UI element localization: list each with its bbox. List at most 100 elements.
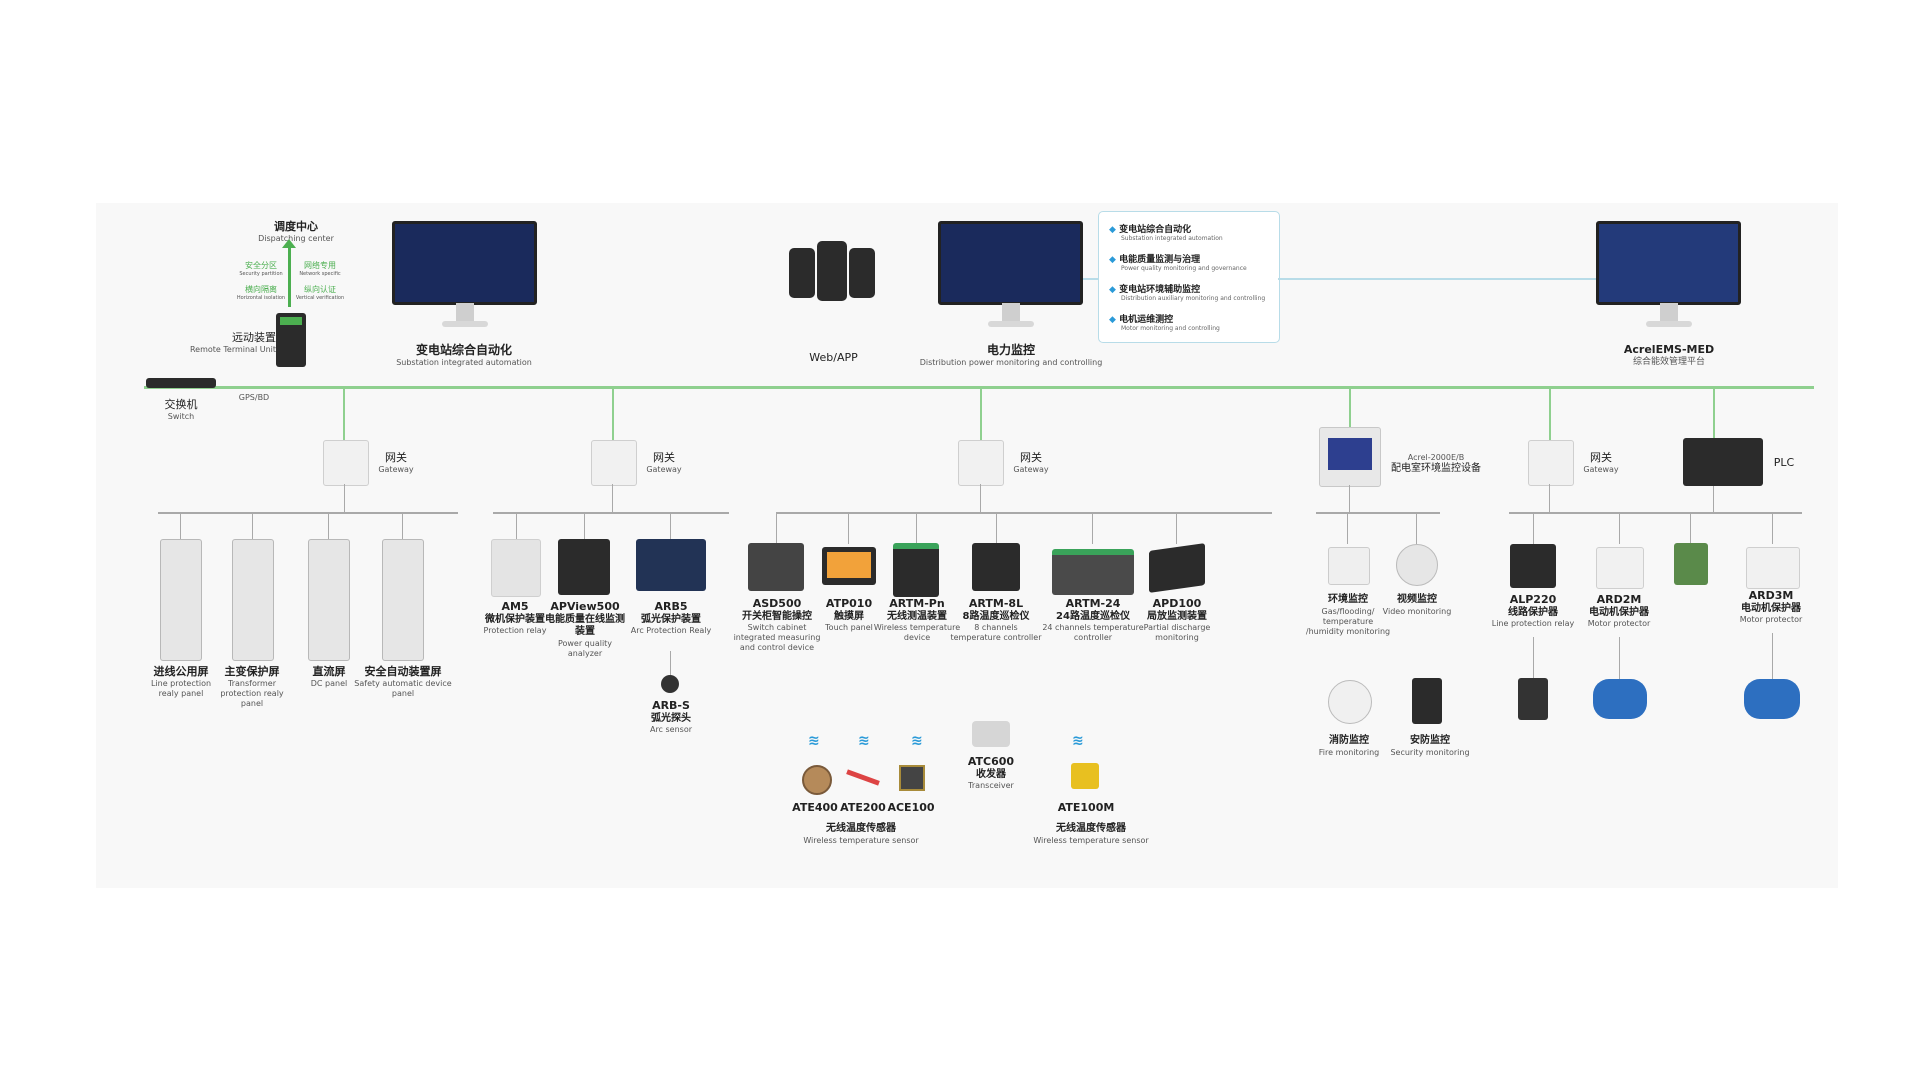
drop (252, 514, 253, 539)
gateway-device (1528, 440, 1574, 486)
drop (180, 514, 181, 539)
drop (996, 514, 997, 544)
sensor-label: ATE400 (792, 801, 838, 814)
sub-bus (1509, 512, 1802, 514)
dispatch-arrow-icon (288, 245, 291, 307)
drop (1416, 514, 1417, 544)
arc-sensor-icon (661, 675, 679, 693)
phone-icon (817, 241, 847, 301)
device-artm-8l (972, 543, 1020, 591)
drop (1176, 514, 1177, 544)
device-artm-pn (893, 543, 939, 597)
device-asd500 (748, 543, 804, 591)
rtu-label: 远动装置 Remote Terminal Unit (189, 331, 276, 354)
motor-icon (1744, 679, 1800, 719)
drop (1533, 637, 1534, 679)
sensor-ate100m-icon (1071, 763, 1099, 789)
device-alp220 (1510, 544, 1556, 588)
device-arb5 (636, 539, 706, 591)
wireless-signal-icon: ≋ (808, 733, 820, 749)
drop (776, 514, 777, 544)
drop (1092, 514, 1093, 544)
drop-line (1549, 388, 1551, 443)
device-ard3m (1746, 547, 1800, 589)
drop-line (612, 388, 614, 443)
wireless-signal-icon: ≋ (858, 733, 870, 749)
gateway-drop (1713, 486, 1714, 512)
drop (402, 514, 403, 539)
gateway-device (591, 440, 637, 486)
drop (1772, 633, 1773, 679)
connector-line (1278, 278, 1694, 280)
sub-bus (493, 512, 729, 514)
cabinet-line-protection (160, 539, 202, 661)
substation-label: 变电站综合自动化 Substation integrated automatio… (396, 343, 532, 367)
wireless-signal-icon: ≋ (911, 733, 923, 749)
power-monitoring-label: 电力监控 Distribution power monitoring and c… (919, 343, 1103, 367)
drop-line (1713, 388, 1715, 443)
drop (670, 651, 671, 675)
sub-bus (1316, 512, 1440, 514)
smoke-detector-icon (1328, 680, 1372, 724)
gateway-drop (344, 484, 345, 512)
env-sensor-icon (1328, 547, 1370, 585)
power-monitoring-monitor (938, 221, 1083, 329)
label-security-partition: 安全分区 Security partition (239, 261, 283, 277)
drop (1619, 514, 1620, 544)
drop (584, 514, 585, 539)
drop (328, 514, 329, 539)
gps-label: GPS/BD (238, 393, 270, 402)
transceiver-icon (972, 721, 1010, 747)
plc-label: PLC (1773, 456, 1795, 469)
gateway-drop (980, 484, 981, 512)
gateway-drop (1349, 485, 1350, 512)
network-switch (146, 378, 216, 388)
drop (1772, 514, 1773, 544)
sensor-ate400-icon (802, 765, 832, 795)
label-horizontal-isolation: 横向隔离 Horizontal isolation (236, 285, 286, 301)
rtu-led (280, 317, 302, 325)
gateway-device (958, 440, 1004, 486)
device-atp010 (822, 547, 876, 585)
device-ard2m (1596, 547, 1644, 589)
ems-monitor (1596, 221, 1741, 329)
sensor-label: ACE100 (887, 801, 935, 814)
sub-bus (158, 512, 458, 514)
ems-label: AcrelEMS-MED 综合能效管理平台 (1623, 343, 1715, 367)
security-keypad-icon (1412, 678, 1442, 724)
web-app-label: Web/APP (809, 351, 858, 364)
device-artm-24 (1052, 549, 1134, 595)
substation-monitor (392, 221, 537, 329)
env-monitoring-device (1319, 427, 1381, 487)
device-am5 (491, 539, 541, 597)
device-apview500 (558, 539, 610, 595)
sensor-label: ATE200 (840, 801, 886, 814)
sensor-ace100-icon (899, 765, 925, 791)
sub-bus (776, 512, 1272, 514)
cabinet-dc-panel (308, 539, 350, 661)
wireless-signal-icon: ≋ (1072, 733, 1084, 749)
